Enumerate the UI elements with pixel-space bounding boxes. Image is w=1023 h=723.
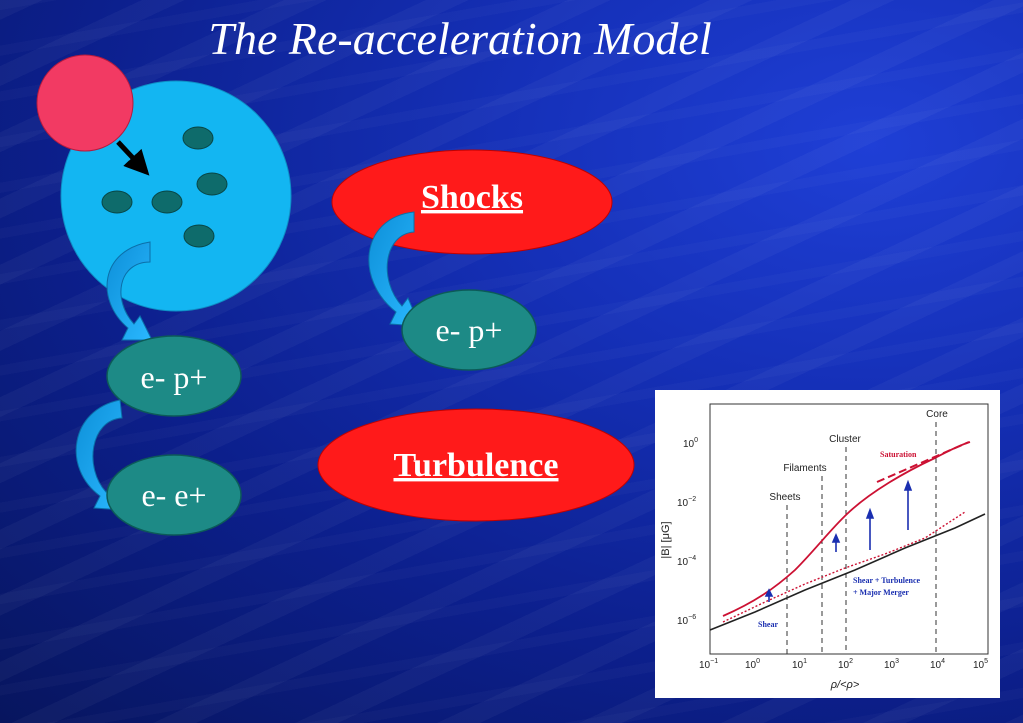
ep-right-oval [401,289,537,371]
x-tick: 100 [745,658,760,671]
merger-label-line1: Shear + Turbulence [853,576,921,585]
particle [182,126,214,150]
amplified-curve [722,441,971,617]
plot-frame [709,403,989,655]
particle [196,172,228,196]
turbulence-label: Turbulence [393,447,558,484]
y-tick: 10−6 [677,614,696,627]
x-tick: 102 [838,658,853,671]
plot-svg: Sheets Filaments Cluster Core Saturation… [660,403,989,691]
y-axis-label: |B| [μG] [660,521,672,558]
magnetic-field-plot: Sheets Filaments Cluster Core Saturation… [655,390,1000,698]
growth-arrows [764,479,913,602]
ep-right-label: e- p+ [436,312,503,348]
x-tick: 103 [884,658,899,671]
saturation-line [876,441,970,483]
impact-arrow [116,140,150,176]
y-tick: 10−4 [677,555,696,568]
ep-left-oval [106,335,242,417]
curved-arrow-left-1 [106,241,153,341]
shocks-label: Shocks [421,179,523,216]
x-tick: 101 [792,658,807,671]
x-tick: 10−1 [699,658,718,671]
particle [151,190,183,214]
y-tick: 100 [683,437,698,450]
turbulence-oval [317,408,635,522]
region-label-sheets: Sheets [769,492,800,503]
y-tick: 10−2 [677,496,696,509]
particle [101,190,133,214]
baseline-curve [709,513,986,631]
ee-left-oval [106,454,242,536]
merger-label-line2: + Major Merger [853,588,909,597]
x-axis-label: ρ/<ρ> [830,679,860,691]
projectile-circle [36,54,134,152]
region-label-cluster: Cluster [829,434,861,445]
ep-left-label: e- p+ [141,359,208,395]
saturation-label: Saturation [880,450,917,459]
region-label-filaments: Filaments [783,463,826,474]
slide-title: The Re-acceleration Model [208,13,712,64]
region-label-core: Core [926,409,948,420]
dotted-curve [722,511,966,623]
x-tick: 104 [930,658,945,671]
curved-arrow-left-2 [75,399,125,511]
shear-label: Shear [758,620,778,629]
ee-left-label: e- e+ [141,477,206,513]
x-tick: 105 [973,658,988,671]
particle [183,224,215,248]
